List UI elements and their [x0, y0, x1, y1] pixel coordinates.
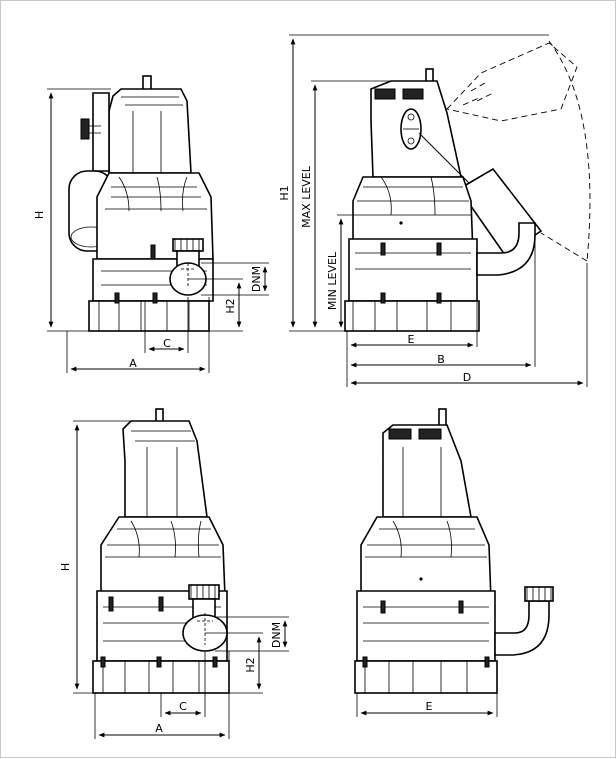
dim-h-label-2: H: [59, 563, 72, 571]
dim-e-label: E: [408, 333, 415, 346]
dim-c-label: C: [163, 337, 171, 350]
dim-a-label-2: A: [155, 722, 163, 735]
dim-h2-label-2: H2: [244, 657, 257, 672]
view-side-float: H1 MAX LEVEL MIN LEVEL E B D: [278, 34, 591, 387]
dim-max-level-label: MAX LEVEL: [300, 165, 313, 228]
view-front-float: H A C DNM H2: [33, 75, 269, 373]
dim-dnm-label: DNM: [250, 266, 263, 292]
dim-h2-label: H2: [224, 298, 237, 313]
dim-min-level-label: MIN LEVEL: [326, 251, 339, 310]
dim-b-label: B: [437, 353, 445, 366]
dim-d-label: D: [463, 371, 471, 384]
dim-e-label-2: E: [426, 700, 433, 713]
view-side-plain: E: [354, 408, 554, 717]
view-front-plain: H A C DNM H2: [59, 408, 289, 739]
dim-a-label: A: [129, 357, 137, 370]
dim-h1-label: H1: [278, 185, 291, 200]
dim-c-label-2: C: [179, 700, 187, 713]
dim-h-label: H: [33, 211, 46, 219]
dim-dnm-label-2: DNM: [270, 622, 283, 648]
